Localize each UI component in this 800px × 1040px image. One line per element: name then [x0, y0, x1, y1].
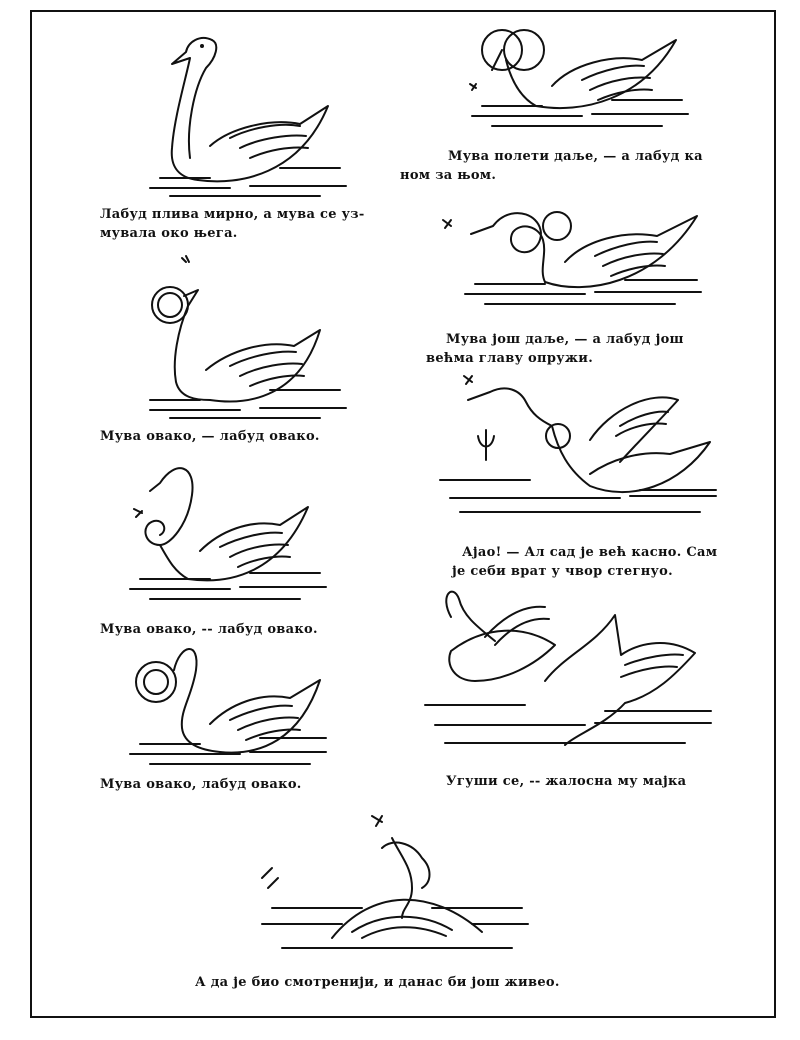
swan-swimming-illustration [149, 36, 347, 197]
panel-6-caption: Мува још даље, — а лабуд још већма главу… [426, 332, 684, 366]
swan-neck-knot-illustration [442, 211, 702, 305]
panel-5-caption: Мува полети даље, — а лабуд ка ном за њо… [400, 149, 703, 183]
swan-struggling-illustration [439, 375, 717, 513]
panel-2-illustration [149, 250, 350, 420]
panel-4-illustration [129, 640, 330, 770]
swan-head-down-illustration [129, 467, 327, 600]
panel-2-caption: Мува овако, — лабуд овако. [100, 429, 320, 444]
panel-3-illustration [129, 455, 330, 605]
swan-drowned-illustration [261, 815, 529, 949]
panel-8-illustration [424, 585, 715, 760]
panel-9-caption: А да је био смотренији, и данас би још ж… [195, 975, 560, 990]
panel-3-caption: Мува овако, -- лабуд овако. [100, 622, 318, 637]
swan-fly-chase-illustration [469, 29, 689, 127]
panel-1-illustration [149, 28, 350, 198]
swan-neck-loop-illustration [149, 255, 347, 419]
panel-9-illustration [261, 808, 532, 958]
panel-6-illustration [435, 200, 705, 320]
panel-1-caption: Лабуд плива мирно, а мува се уз- мувала … [100, 207, 365, 241]
swan-dead-mother-illustration [424, 590, 712, 746]
page-frame [30, 10, 776, 1018]
panel-8-caption: Угуши се, -- жалосна му мајка [446, 774, 687, 789]
panel-7-caption: Ајао! — Ал сад је већ касно. Сам је себи… [452, 545, 718, 579]
panel-5-illustration [462, 20, 692, 140]
panel-4-caption: Мува овако, лабуд овако. [100, 777, 302, 792]
panel-7-illustration [439, 370, 720, 530]
swan-head-circle-illustration [129, 648, 327, 765]
